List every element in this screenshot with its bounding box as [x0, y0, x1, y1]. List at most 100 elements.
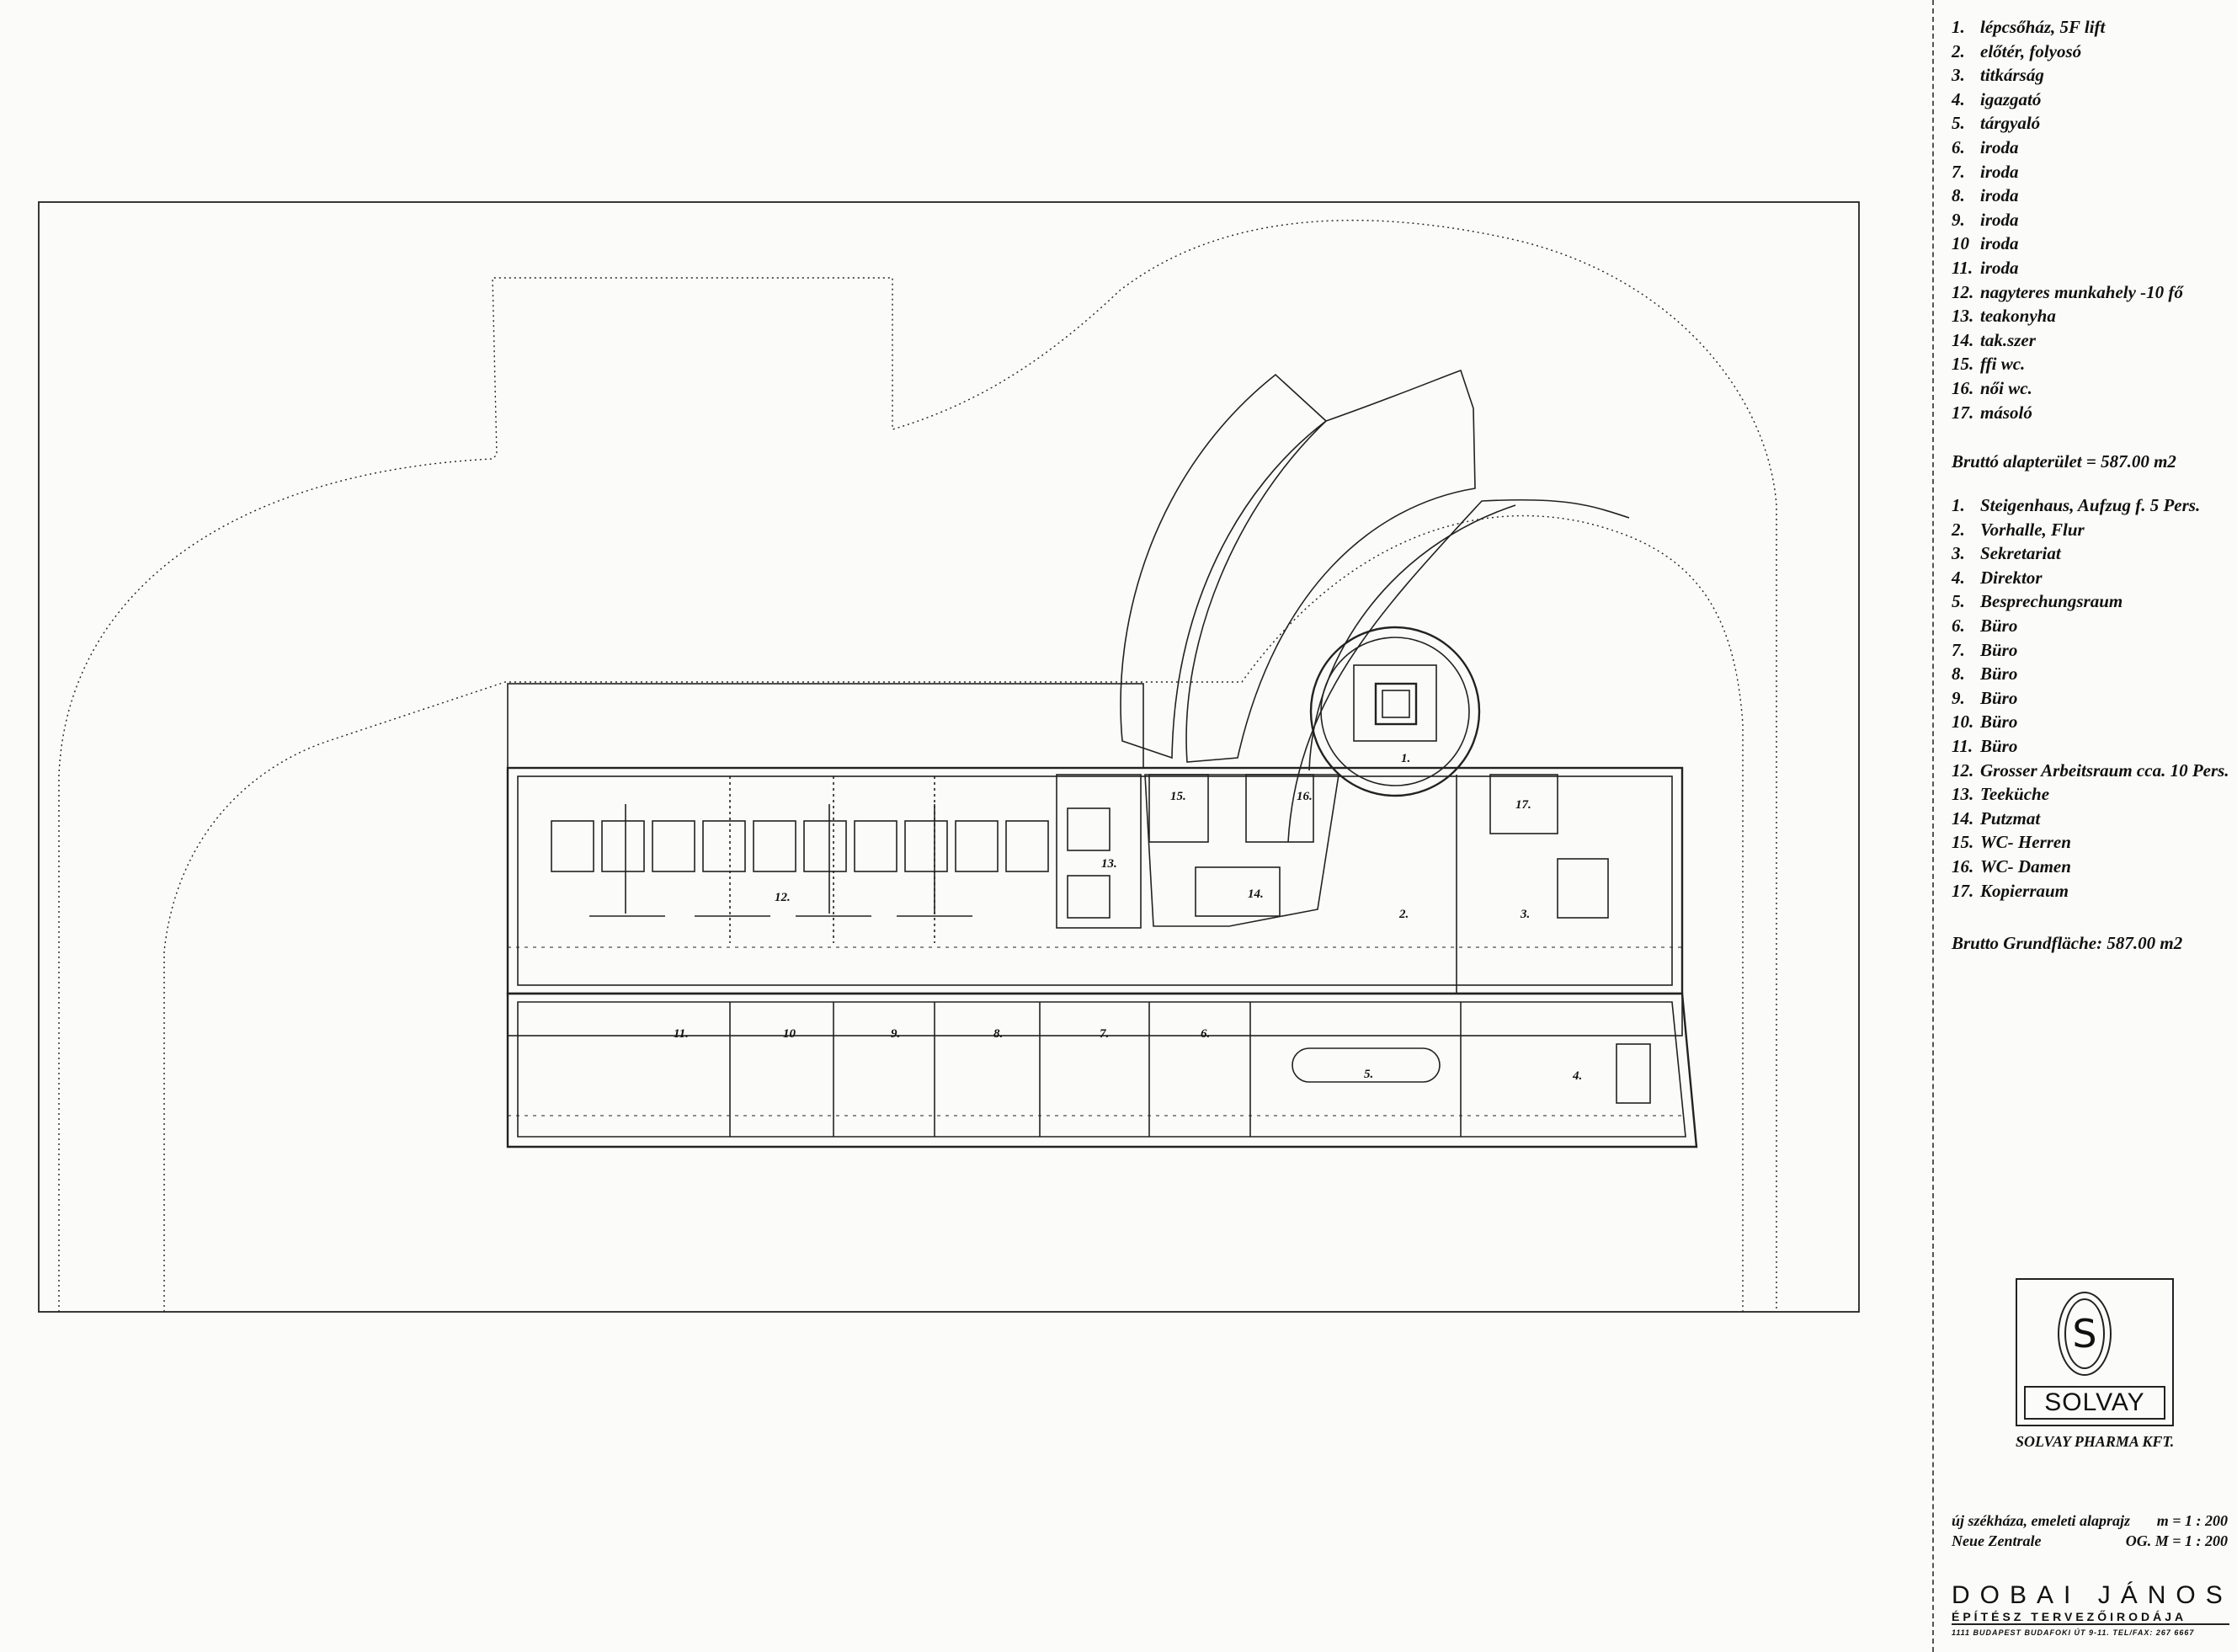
legend-number: 2.	[1952, 519, 1965, 540]
legend-text: nagyteres munkahely -10 fő	[1980, 281, 2183, 302]
legend-text: tárgyaló	[1980, 113, 2041, 134]
architect-office: ÉPÍTÉSZ TERVEZŐIRODÁJA	[1952, 1610, 2229, 1625]
legend-number: 17.	[1952, 402, 1974, 423]
legend-item: 8.iroda	[1952, 184, 2183, 208]
room-label-2: 2.	[1398, 908, 1409, 921]
room-label-5: 5.	[1364, 1068, 1373, 1081]
room-label-11: 11.	[674, 1027, 689, 1041]
legend-item: 16.női wc.	[1952, 376, 2183, 401]
legend-text: Büro	[1980, 687, 2018, 708]
stair-core	[1353, 664, 1437, 742]
legend-text: Grosser Arbeitsraum cca. 10 Pers.	[1980, 759, 2229, 781]
room-label-7: 7.	[1100, 1027, 1109, 1041]
legend-number: 12.	[1952, 759, 1974, 781]
conference-table	[1292, 1047, 1441, 1083]
site-boundary	[38, 201, 1860, 1313]
legend-item: 8.Büro	[1952, 662, 2229, 686]
south-wing-inner	[517, 1001, 1686, 1138]
legend-text: WC- Damen	[1980, 855, 2071, 877]
title-row-hungarian: új székháza, emeleti alaprajz m = 1 : 20…	[1952, 1512, 2228, 1530]
legend-number: 7.	[1952, 161, 1965, 182]
middle-canopy	[1185, 369, 1476, 763]
legend-number: 5.	[1952, 113, 1965, 134]
legend-item: 6.Büro	[1952, 614, 2229, 638]
legend-number: 15.	[1952, 832, 1974, 853]
legend-number: 17.	[1952, 880, 1974, 901]
room-label-17: 17.	[1515, 798, 1531, 812]
legend-number: 15.	[1952, 354, 1974, 375]
legend-item: 14.tak.szer	[1952, 328, 2183, 353]
cleaning-room	[1195, 866, 1281, 917]
room-label-10: 10	[783, 1027, 796, 1041]
company-name: SOLVAY PHARMA KFT.	[2016, 1433, 2175, 1450]
legend-text: titkárság	[1980, 65, 2044, 86]
inner-arc-2	[1308, 504, 1516, 771]
room-label-4: 4.	[1572, 1069, 1582, 1083]
legend-number: 14.	[1952, 807, 1974, 829]
legend-text: iroda	[1980, 209, 2019, 230]
logo-emblem: S	[2058, 1292, 2112, 1376]
landscape-outline	[58, 219, 1777, 1312]
legend-number: 4.	[1952, 88, 1965, 109]
title-row-german: Neue Zentrale OG. M = 1 : 200	[1952, 1532, 2228, 1550]
legend-text: iroda	[1980, 257, 2019, 278]
architect-name: DOBAI JÁNOS	[1952, 1581, 2233, 1609]
legend-item: 17.másoló	[1952, 401, 2183, 425]
legend-number: 6.	[1952, 136, 1965, 157]
legend-number: 3.	[1952, 543, 1965, 564]
legend-item: 4.Direktor	[1952, 566, 2229, 590]
desks-room-12	[551, 804, 1049, 917]
legend-text: iroda	[1980, 185, 2019, 206]
logo-mark: S	[2064, 1298, 2105, 1369]
room-label-12: 12.	[775, 891, 791, 904]
legend-item: 4.igazgató	[1952, 88, 2183, 112]
scale-german: OG. M = 1 : 200	[2125, 1532, 2228, 1549]
lift-car	[1382, 690, 1410, 718]
gross-area-german: Brutto Grundfläche: 587.00 m2	[1952, 933, 2183, 953]
room-label-14: 14.	[1248, 887, 1264, 901]
legend-item: 12.nagyteres munkahely -10 fő	[1952, 280, 2183, 305]
sheet-divider	[1932, 0, 1934, 1652]
legend-item: 17.Kopierraum	[1952, 879, 2229, 903]
legend-item: 10. Büro	[1952, 710, 2229, 734]
legend-number: 10.	[1952, 711, 1974, 733]
legend-text: lépcsőház, 5F lift	[1980, 17, 2106, 37]
legend-text: WC- Herren	[1980, 832, 2071, 853]
legend-number: 5.	[1952, 591, 1965, 612]
legend-item: 1.Steigenhaus, Aufzug f. 5 Pers.	[1952, 493, 2229, 518]
legend-item: 3.Sekretariat	[1952, 541, 2229, 566]
legend-number: 11.	[1952, 735, 1973, 756]
legend-text: iroda	[1980, 161, 2019, 182]
legend-item: 14.Putzmat	[1952, 807, 2229, 831]
wc-women	[1245, 774, 1314, 843]
legend-item: 7.Büro	[1952, 638, 2229, 663]
north-wing-inner	[517, 775, 1673, 986]
legend-text: teakonyha	[1980, 306, 2056, 327]
legend-text: Büro	[1980, 735, 2018, 756]
legend-text: Teeküche	[1980, 784, 2050, 805]
legend-item: 2. Vorhalle, Flur	[1952, 518, 2229, 542]
legend-german: 1.Steigenhaus, Aufzug f. 5 Pers.2. Vorhal…	[1952, 493, 2229, 903]
legend-number: 10	[1952, 233, 1969, 254]
solvay-logo: S SOLVAY	[2016, 1278, 2174, 1426]
legend-item: 15.ffi wc.	[1952, 352, 2183, 376]
inner-landscape-outline	[163, 514, 1744, 1312]
legend-text: Direktor	[1980, 567, 2043, 588]
legend-item: 12. Grosser Arbeitsraum cca. 10 Pers.	[1952, 759, 2229, 783]
drawing-title-german: Neue Zentrale	[1952, 1532, 2042, 1549]
legend-text: Büro	[1980, 711, 2018, 733]
south-wing	[506, 992, 1698, 1148]
legend-item: 11. Büro	[1952, 734, 2229, 759]
legend-item: 9.Büro	[1952, 686, 2229, 711]
legend-number: 7.	[1952, 639, 1965, 660]
legend-number: 3.	[1952, 65, 1965, 86]
legend-item: 6.iroda	[1952, 136, 2183, 160]
legend-item: 10 iroda	[1952, 232, 2183, 256]
logo-wordmark: SOLVAY	[2024, 1386, 2165, 1420]
legend-item: 11.iroda	[1952, 256, 2183, 280]
service-block	[1144, 774, 1340, 927]
legend-text: iroda	[1980, 233, 2019, 254]
legend-number: 1.	[1952, 495, 1965, 515]
legend-text: Vorhalle, Flur	[1980, 519, 2085, 540]
